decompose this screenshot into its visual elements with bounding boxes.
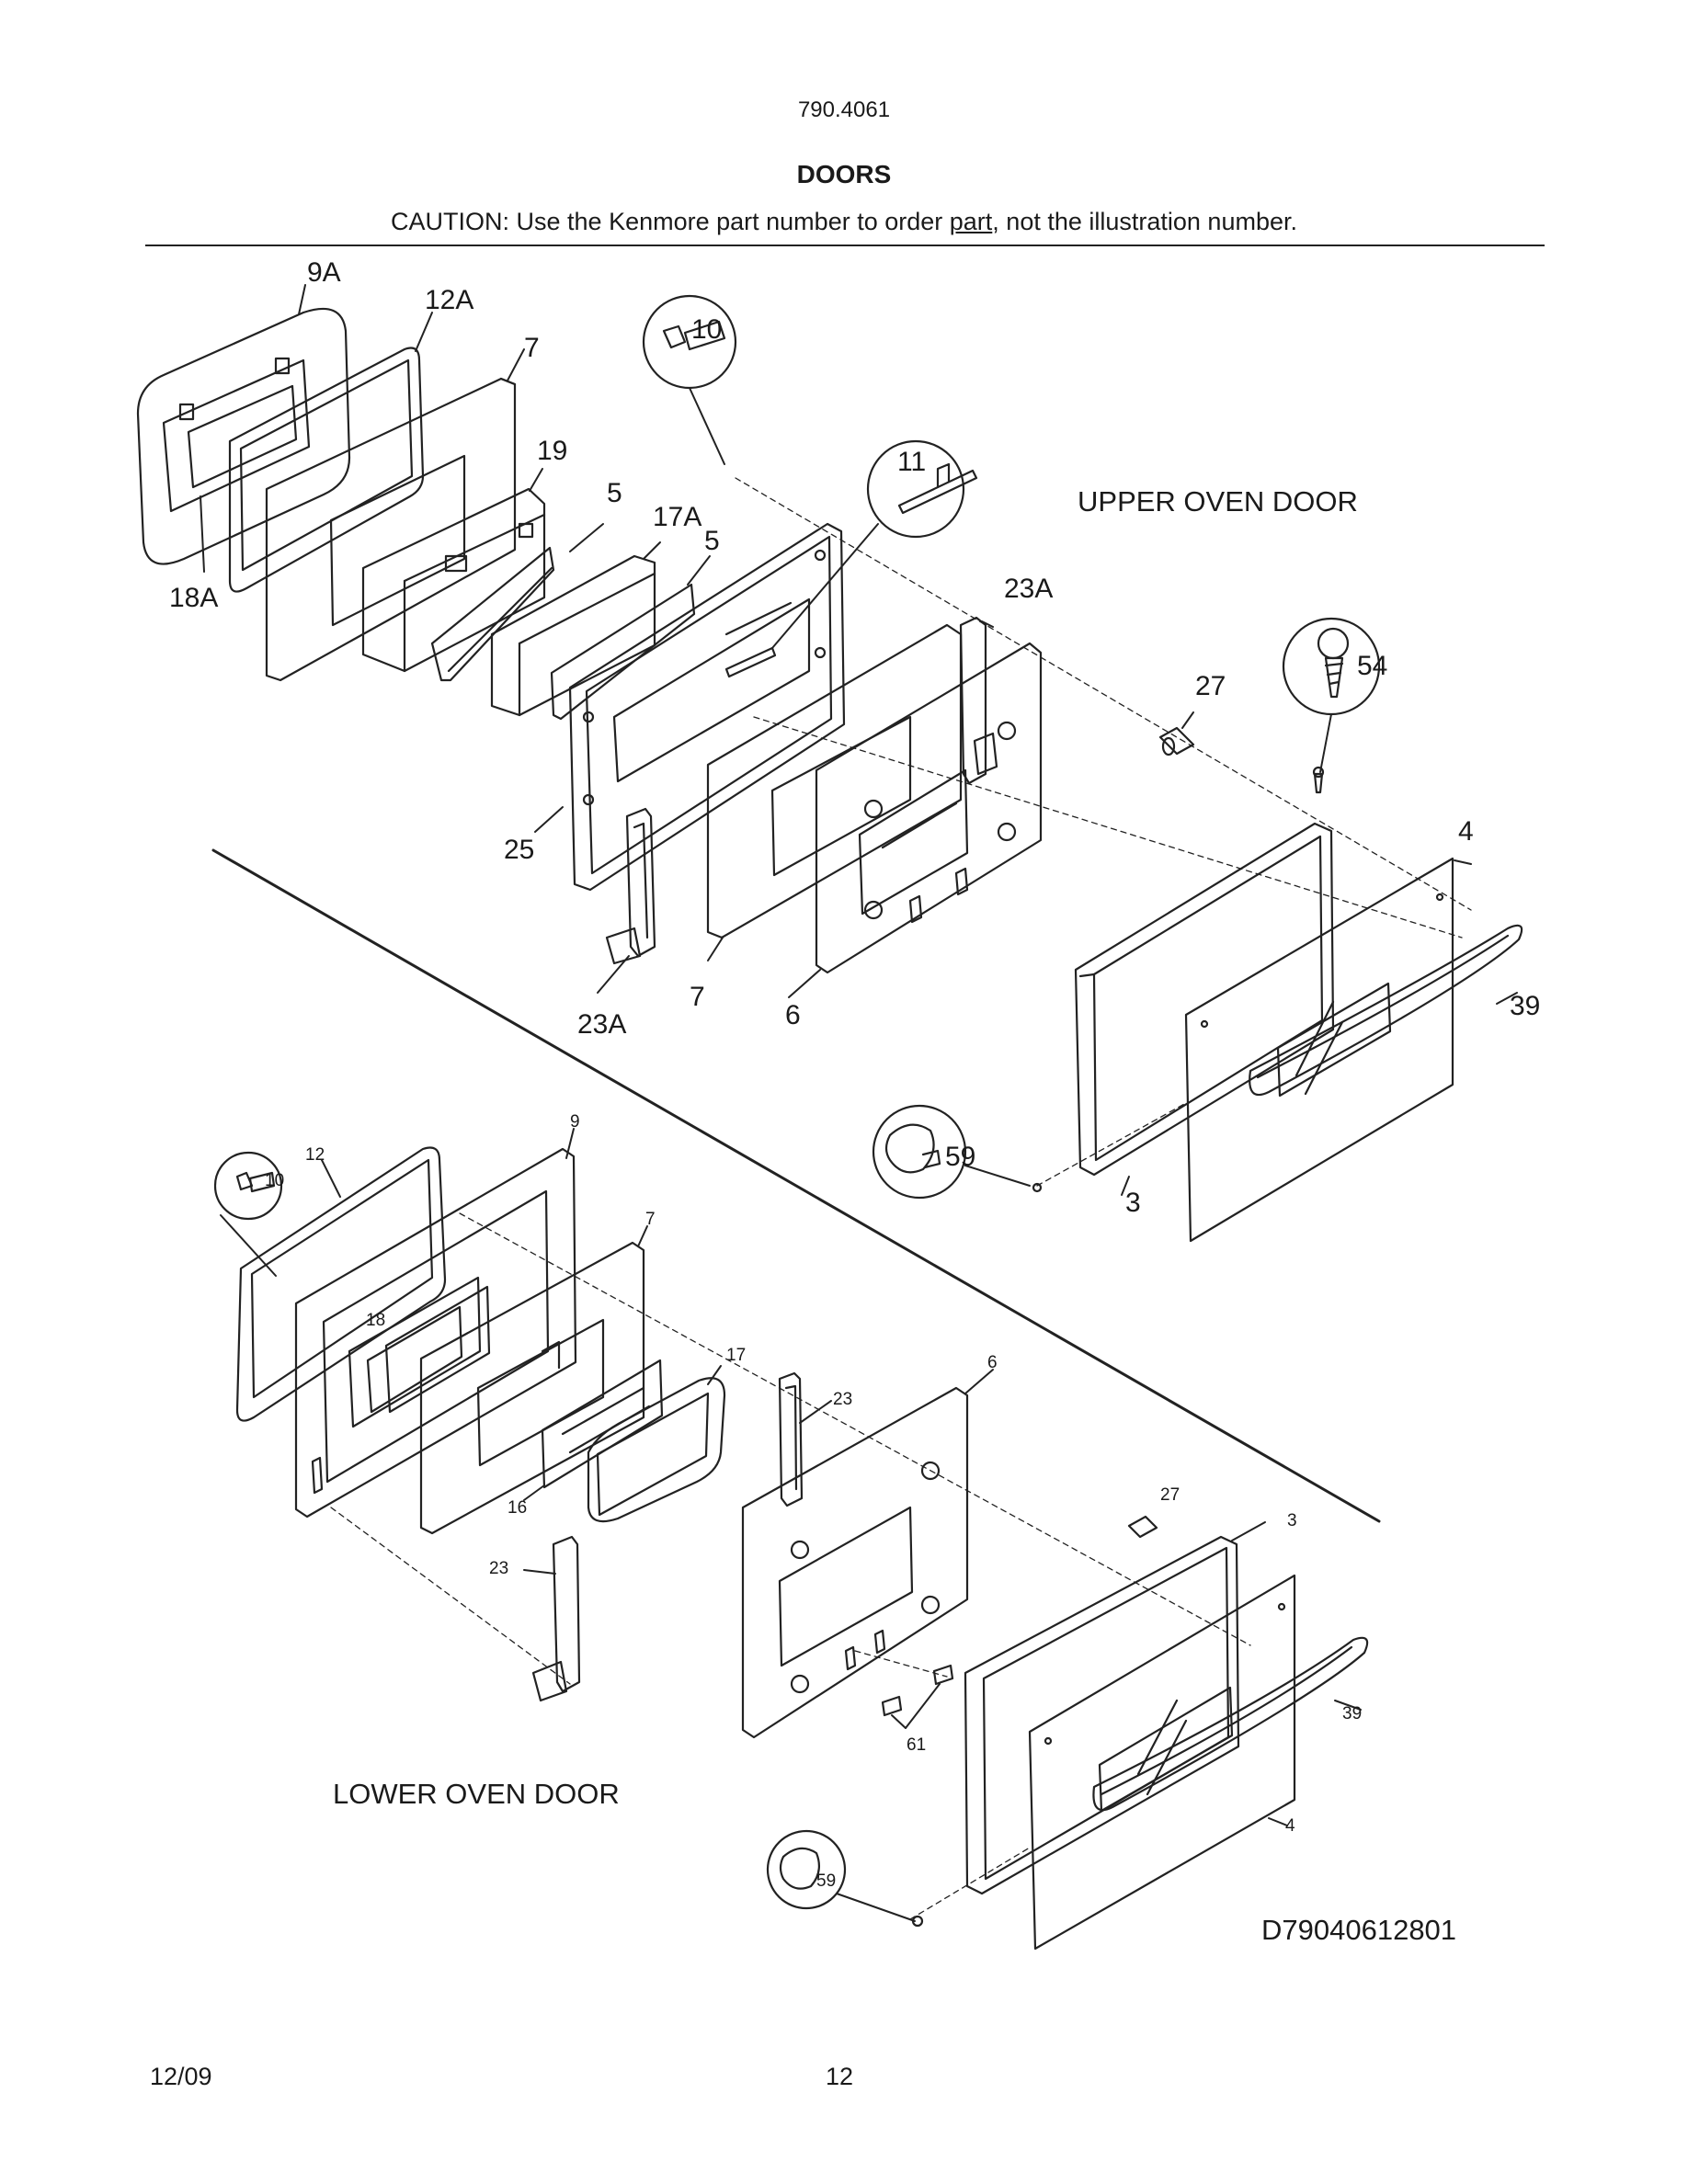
label-18A: 18A	[169, 583, 218, 613]
callout-circle-10-lower	[213, 1151, 283, 1221]
label-11: 11	[897, 447, 926, 477]
upper-part-7-insulation-b	[706, 623, 963, 939]
lower-part-39-handle	[1092, 1636, 1369, 1812]
label-6-lower: 6	[987, 1353, 998, 1372]
caution-post: , not the illustration number.	[992, 208, 1297, 235]
upper-part-6-panel	[815, 642, 1043, 974]
label-39-lower: 39	[1342, 1704, 1362, 1723]
upper-part-12A	[228, 347, 425, 593]
lower-part-61-spacers	[881, 1664, 954, 1717]
lower-part-7-insulation	[419, 1241, 645, 1535]
callout-circle-59-lower	[766, 1829, 847, 1910]
label-4-lower: 4	[1285, 1816, 1295, 1836]
upper-part-3-frame	[1074, 822, 1335, 1177]
lower-part-12-gasket	[235, 1146, 447, 1422]
label-9A: 9A	[307, 257, 341, 288]
callout-11-clip	[897, 462, 978, 515]
label-59-upper: 59	[945, 1142, 975, 1172]
label-7-upper-b: 7	[690, 982, 705, 1012]
label-4-upper: 4	[1458, 816, 1474, 847]
label-3-upper: 3	[1125, 1188, 1141, 1218]
upper-part-5-glass-b	[550, 583, 696, 721]
label-7-upper-a: 7	[524, 333, 540, 363]
lower-part-18-inner	[384, 1285, 491, 1414]
callout-59-lower-bumper	[779, 1847, 821, 1890]
upper-oven-door-heading: UPPER OVEN DOOR	[1078, 485, 1358, 518]
label-25: 25	[504, 835, 534, 865]
upper-part-54-screw-small	[1312, 766, 1325, 794]
upper-part-4-glass	[1184, 857, 1454, 1243]
upper-part-11-clip-small	[724, 646, 777, 678]
page-number: 12	[826, 2063, 854, 2090]
label-17A: 17A	[653, 502, 701, 532]
upper-part-19-window-box	[361, 487, 546, 673]
label-61: 61	[907, 1735, 926, 1755]
lower-oven-door-heading: LOWER OVEN DOOR	[333, 1778, 620, 1810]
upper-part-7-insulation	[265, 377, 517, 682]
label-10-lower: 10	[265, 1171, 284, 1190]
label-3-lower: 3	[1287, 1511, 1297, 1530]
label-54: 54	[1357, 651, 1387, 681]
page-title: DOORS	[796, 160, 892, 188]
model-number: 790.4061	[797, 97, 891, 122]
caution-link: part	[949, 208, 993, 235]
upper-part-25-inner-door	[568, 522, 846, 892]
label-5-b: 5	[704, 526, 720, 556]
callout-circle-11	[866, 439, 965, 539]
label-23A-b: 23A	[577, 1009, 626, 1040]
label-7-lower: 7	[645, 1210, 656, 1229]
lower-part-9-liner	[294, 1147, 577, 1519]
upper-part-27-spacer	[1158, 726, 1195, 756]
label-9: 9	[570, 1112, 580, 1132]
label-18: 18	[366, 1311, 385, 1330]
callout-10-screw	[662, 320, 726, 351]
lower-part-23-hinge-bottom	[531, 1535, 581, 1702]
label-16: 16	[508, 1498, 527, 1518]
upper-part-39-handle	[1249, 924, 1523, 1097]
upper-part-5-glass-a	[430, 546, 555, 682]
callout-10-lower-screw	[235, 1171, 276, 1193]
label-23A-a: 23A	[1004, 574, 1053, 604]
label-12: 12	[305, 1145, 325, 1165]
label-12A: 12A	[425, 285, 473, 315]
header-rule	[145, 245, 1545, 246]
upper-part-59-bumper-small	[1032, 1182, 1043, 1193]
upper-part-23A-hinge-top	[959, 616, 998, 785]
label-10-upper: 10	[691, 314, 722, 345]
callout-circle-59-upper	[872, 1104, 967, 1200]
lower-part-23-hinge-top	[778, 1371, 804, 1507]
caution-pre: CAUTION: Use the Kenmore part number to …	[391, 208, 950, 235]
label-23-lower-a: 23	[833, 1390, 852, 1409]
label-59-lower: 59	[816, 1871, 836, 1891]
footer-date: 12/09	[150, 2063, 212, 2090]
upper-part-17A	[490, 554, 656, 717]
label-5-a: 5	[607, 478, 622, 508]
label-27-upper: 27	[1195, 671, 1226, 701]
upper-part-23A-hinge-left	[605, 807, 656, 965]
label-19: 19	[537, 436, 567, 466]
upper-part-9A	[136, 307, 351, 565]
label-17: 17	[726, 1346, 746, 1365]
lower-part-3-frame	[964, 1535, 1240, 1895]
lower-part-6-panel	[741, 1386, 969, 1739]
callout-59-bumper	[884, 1123, 941, 1174]
label-39-upper: 39	[1510, 991, 1540, 1021]
caution-text: CAUTION: Use the Kenmore part number to …	[0, 208, 1688, 236]
label-23-lower-b: 23	[489, 1559, 508, 1578]
section-divider-line	[211, 848, 1381, 1523]
lower-part-27-spacer	[1127, 1515, 1158, 1539]
label-6-upper: 6	[785, 1000, 801, 1030]
label-27-lower: 27	[1160, 1485, 1180, 1505]
callout-54-screw	[1317, 627, 1350, 699]
lower-part-17-pack	[587, 1377, 726, 1523]
diagram-id: D79040612801	[1261, 1914, 1456, 1946]
